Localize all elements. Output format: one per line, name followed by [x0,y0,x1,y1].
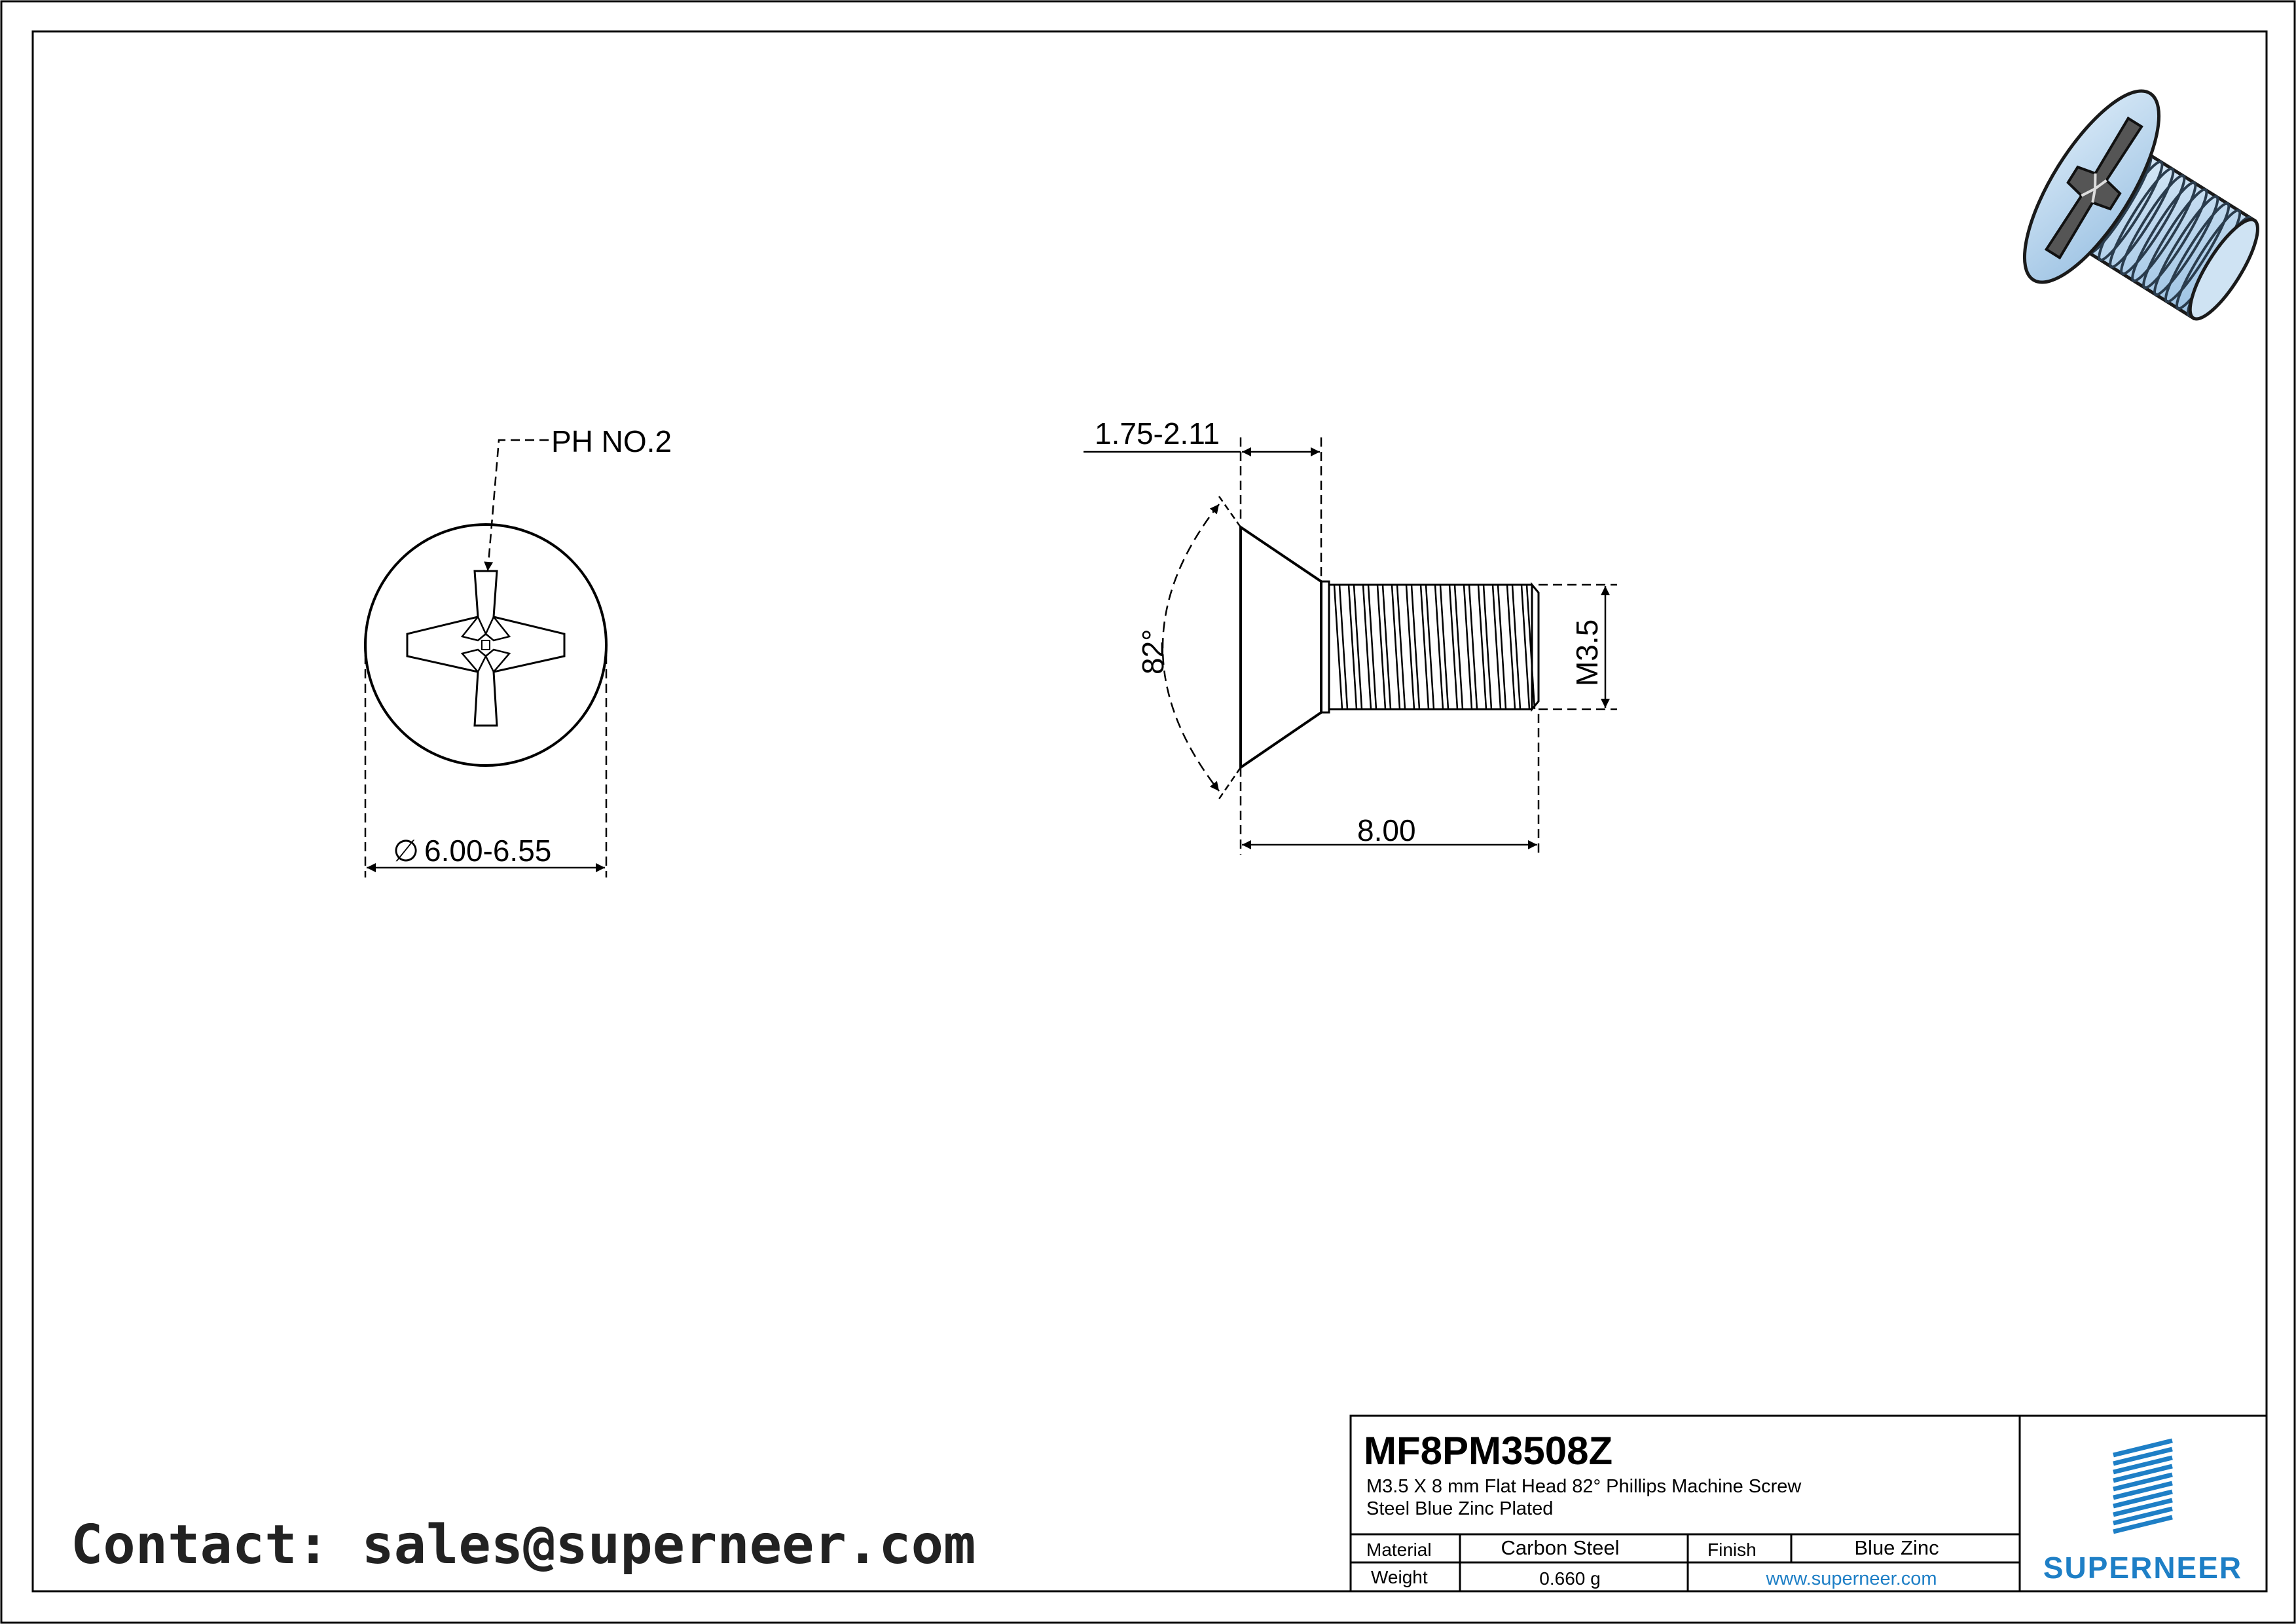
recess-facets [460,616,511,673]
logo-stripe [2113,1506,2173,1526]
logo-stripe [2113,1481,2173,1500]
thread-crest [1506,584,1522,710]
drive-callout: PH NO.2 [551,424,672,458]
head-outline [364,523,608,767]
thread-crest [1463,584,1478,710]
logo-stripe [2113,1438,2173,1458]
logo-stripe [2113,1455,2173,1475]
inner-frame [31,30,2268,1593]
thread-crest [1434,584,1449,710]
diameter-symbol: ∅ [393,834,419,868]
thread-crest [1333,584,1349,710]
thread-crest [1391,584,1406,710]
angle-value: 82° [1136,629,1170,674]
drive-leader [484,439,549,572]
thread-crest [1376,584,1392,710]
angle-ext-bottom [1218,767,1242,800]
thread-crest [1419,584,1435,710]
finish-value: Blue Zinc [1854,1536,1939,1559]
side-view: 1.75-2.11 82° M3.5 8.00 [1084,416,1617,855]
countersunk-head [1239,525,1322,770]
material-label: Material [1366,1540,1432,1560]
phillips-recess [406,570,566,727]
length-value: 8.00 [1357,813,1416,847]
material-value: Carbon Steel [1501,1536,1620,1559]
finish-label: Finish [1707,1540,1757,1560]
thread-crest [1448,584,1464,710]
thread-crest [1520,584,1536,710]
part-number: MF8PM3508Z [1364,1429,1613,1473]
iso-recess-highlight [2081,173,2107,203]
iso-thread-ring [2109,167,2175,268]
thread-lines [1333,584,1536,710]
weight-value: 0.660 g [1539,1568,1600,1589]
shank-start [1321,580,1330,714]
iso-thread-ring [2131,181,2197,282]
stacked-diagonal-lines-logo [2113,1438,2173,1534]
logo-stripe [2113,1472,2173,1492]
diameter-value: 6.00-6.55 [424,834,551,868]
thread-crest [1347,584,1363,710]
thread-crest [1491,584,1507,710]
iso-thread-ring [2164,202,2231,303]
description-line-2: Steel Blue Zinc Plated [1366,1498,1553,1519]
logo-stripe [2113,1464,2173,1483]
iso-thread-ring [2153,195,2219,297]
website-link[interactable]: www.superneer.com [1765,1568,1937,1589]
head-height-value: 1.75-2.11 [1095,416,1220,451]
brand-name: SUPERNEER [2043,1551,2242,1585]
iso-thread-ring [2142,188,2208,289]
logo-stripe [2113,1498,2173,1517]
thread-crest [1405,584,1421,710]
description-line-1: M3.5 X 8 mm Flat Head 82° Phillips Machi… [1366,1476,1802,1497]
thread-size-value: M3.5 [1570,619,1604,686]
logo-stripe [2113,1489,2173,1509]
top-view: PH NO.2 ∅ 6.00-6.55 [364,424,672,877]
contact-email[interactable]: Contact: sales@superneer.com [71,1514,975,1576]
angle-arc [1161,504,1220,792]
iso-shank-tip [2188,217,2259,321]
thread-crest [1362,584,1377,710]
angle-ext-top [1218,496,1242,528]
screw-isometric-icon [2022,89,2259,321]
recess-center [481,640,490,650]
logo-stripe [2113,1447,2173,1466]
logo-stripe [2113,1515,2173,1534]
thread-crest [1477,584,1493,710]
title-block: MF8PM3508Z M3.5 X 8 mm Flat Head 82° Phi… [1349,1414,2268,1593]
iso-thread-ring [2120,174,2186,276]
weight-label: Weight [1371,1567,1428,1587]
